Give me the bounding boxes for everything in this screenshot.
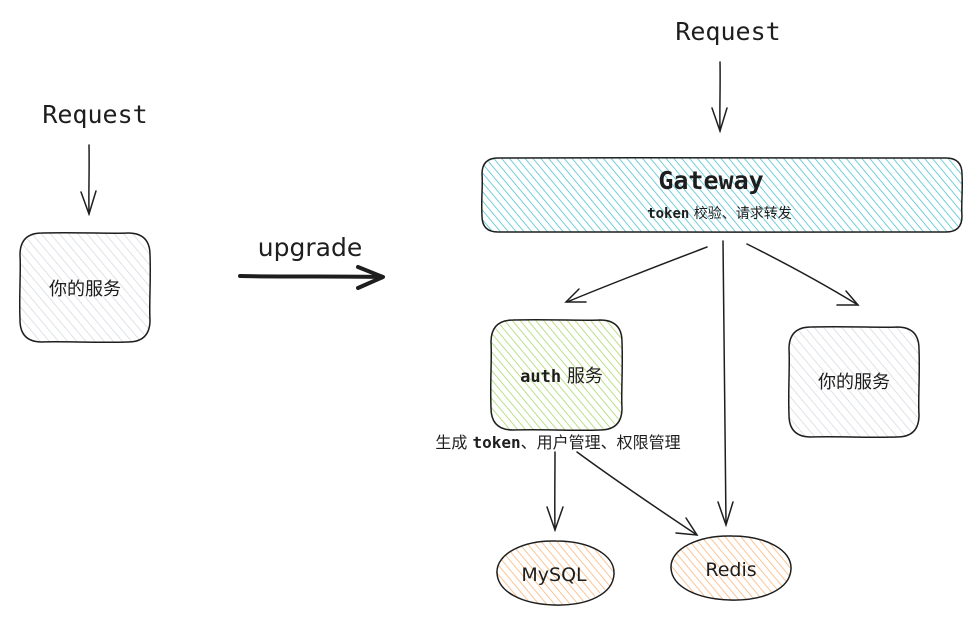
left-request-arrow [80, 144, 97, 217]
gateway-to-service-arrow [746, 243, 860, 306]
auth-service-box: auth 服务 [489, 318, 626, 432]
gateway-to-auth-arrow [564, 246, 708, 303]
gateway-subtitle-code: token [647, 206, 689, 222]
auth-service-caption: 生成 token、用户管理、权限管理 [415, 433, 692, 452]
upgrade-arrow [238, 265, 385, 290]
auth-caption-suffix: 、用户管理、权限管理 [521, 433, 681, 452]
left-service-label: 你的服务 [49, 279, 121, 300]
auth-service-text: 服务 [561, 366, 603, 387]
redis-label: Redis [705, 559, 756, 581]
right-service-box: 你的服务 [787, 325, 921, 439]
auth-to-redis-arrow [576, 451, 699, 536]
right-request-label: Request [675, 17, 780, 46]
auth-caption-code: token [472, 433, 520, 452]
right-service-label: 你的服务 [818, 372, 890, 393]
left-request-label: Request [42, 100, 147, 129]
auth-service-label: auth 服务 [489, 366, 626, 387]
auth-service-code: auth [520, 367, 561, 387]
left-service-box: 你的服务 [18, 231, 152, 344]
gateway-box: Gateway token 校验、请求转发 [480, 156, 964, 234]
auth-caption-prefix: 生成 [435, 433, 472, 452]
mysql-node: MySQL [496, 540, 615, 606]
right-request-arrow [711, 61, 728, 134]
auth-to-mysql-arrow [546, 451, 564, 533]
gateway-to-redis-arrow [717, 240, 734, 528]
gateway-subtitle: token 校验、请求转发 [623, 205, 810, 222]
mysql-label: MySQL [521, 564, 587, 586]
gateway-subtitle-text: 校验、请求转发 [689, 205, 791, 222]
upgrade-label: upgrade [258, 233, 362, 262]
redis-node: Redis [670, 535, 792, 601]
gateway-title: Gateway [658, 166, 763, 195]
